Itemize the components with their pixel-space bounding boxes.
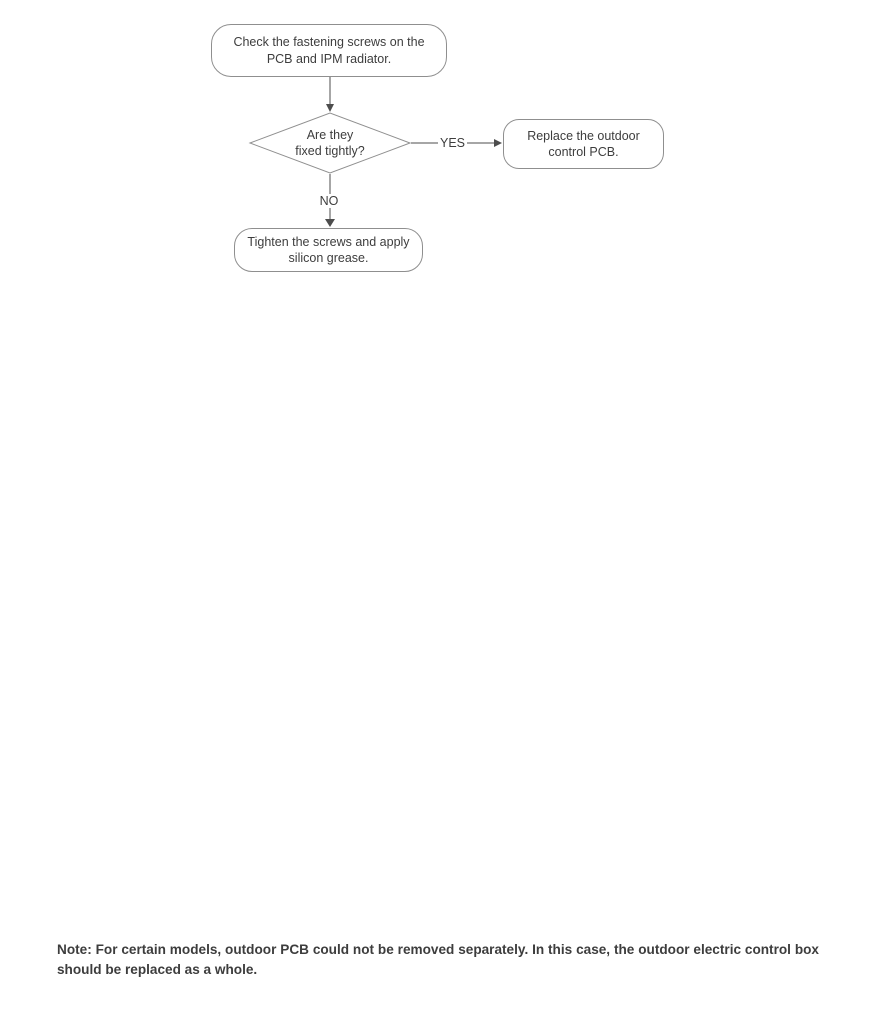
node-tighten-label: Tighten the screws and apply silicon gre… bbox=[247, 234, 410, 265]
note-text: Note: For certain models, outdoor PCB co… bbox=[57, 942, 819, 977]
decision-diamond-shape bbox=[248, 112, 412, 174]
node-decision-label: Are they fixed tightly? bbox=[268, 128, 392, 159]
node-replace-label: Replace the outdoor control PCB. bbox=[527, 128, 640, 159]
edge-label-yes: YES bbox=[438, 136, 468, 150]
node-start: Check the fastening screws on the PCB an… bbox=[211, 24, 447, 77]
arrowhead-down-1 bbox=[326, 104, 334, 112]
node-decision-line1: Are they bbox=[306, 128, 354, 142]
node-start-label: Check the fastening screws on the PCB an… bbox=[233, 35, 425, 66]
edge-label-no: NO bbox=[315, 194, 343, 208]
arrowhead-right bbox=[494, 139, 502, 147]
node-replace-pcb: Replace the outdoor control PCB. bbox=[503, 119, 664, 169]
node-decision-line2: fixed tightly? bbox=[295, 143, 365, 158]
arrowhead-down-2 bbox=[325, 219, 335, 227]
node-tighten-screws: Tighten the screws and apply silicon gre… bbox=[234, 228, 423, 272]
flowchart: Check the fastening screws on the PCB an… bbox=[0, 0, 874, 320]
